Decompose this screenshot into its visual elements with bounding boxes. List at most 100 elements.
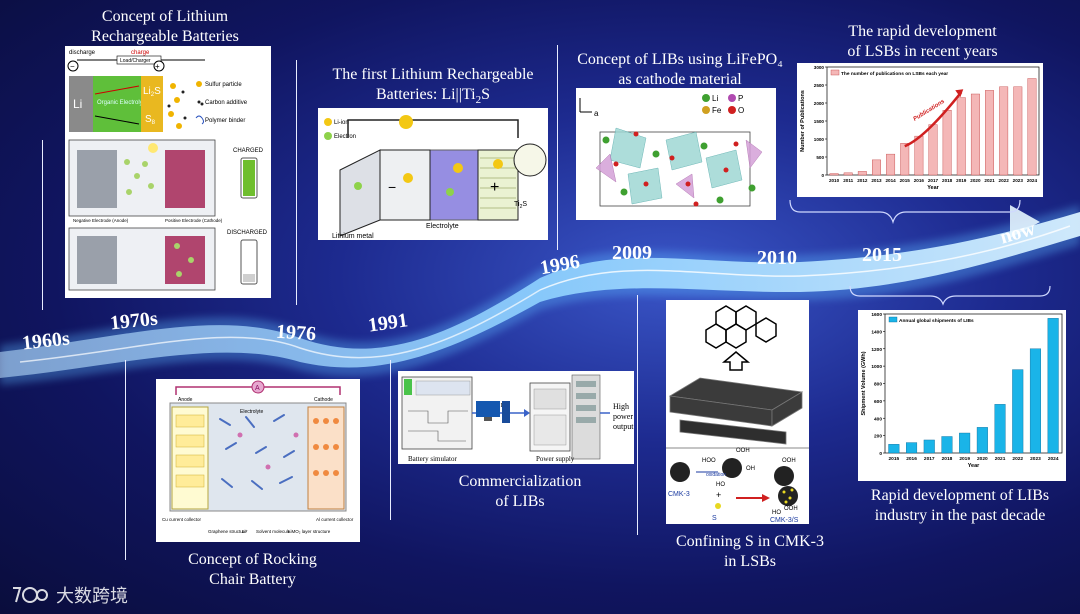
sulfur-legend-icon (196, 81, 202, 87)
bar-2015 (888, 444, 900, 454)
trend-arrow (904, 91, 963, 148)
x-axis-label: Year (927, 185, 939, 191)
connector-1996 (557, 45, 558, 250)
bar-2014 (886, 153, 896, 176)
bar-2021 (994, 404, 1006, 454)
fe-legend-icon (702, 106, 710, 114)
y-axis-label: Number of Publications (800, 90, 806, 152)
bulb-icon (148, 143, 158, 153)
bar-2012 (857, 171, 867, 176)
bar-2022 (999, 86, 1009, 176)
commercialization-diagram: V, I High power output Battery simulator… (401, 374, 634, 463)
watermark: 大数跨境 (10, 582, 128, 608)
svg-text:Polymer binder: Polymer binder (205, 118, 245, 124)
svg-text:−: − (70, 62, 75, 71)
x-tick-label: 2021 (995, 456, 1006, 462)
bar-2016 (906, 442, 918, 454)
svg-text:OOH: OOH (784, 506, 798, 512)
x-tick-label: 2022 (999, 178, 1010, 183)
rocking-chair-diagram: A Anode Electrolyte Cathode Cu current c… (162, 380, 354, 534)
svg-text:Ti2S: Ti2S (514, 201, 527, 210)
svg-text:Sulfur particle: Sulfur particle (205, 82, 242, 88)
svg-text:Negative Electrode (Anode): Negative Electrode (Anode) (73, 218, 129, 223)
x-tick-label: 2021 (984, 178, 995, 183)
svg-text:Positive Electrode (Cathode): Positive Electrode (Cathode) (165, 218, 223, 223)
svg-text:P: P (738, 94, 743, 103)
svg-text:Al current collector: Al current collector (316, 517, 354, 522)
bulb-icon (399, 115, 413, 129)
x-tick-label: 2022 (1012, 456, 1023, 462)
svg-text:S: S (712, 515, 717, 522)
bar-2010 (829, 173, 839, 176)
svg-text:+: + (716, 490, 721, 500)
svg-text:O: O (738, 106, 744, 115)
lsb-concept-diagram: discharge charge Load/Charger − + Li Org… (67, 48, 269, 291)
bar-2020 (970, 93, 980, 176)
svg-text:−: − (388, 179, 396, 195)
bar-2018 (941, 436, 953, 454)
x-tick-label: 2012 (857, 178, 868, 183)
y-tick-label: 200 (874, 434, 882, 440)
panel-cmk3: CMK-3 HOO OOH OH HO oxidation + S OOH OO… (666, 300, 809, 524)
bar-2020 (976, 427, 988, 454)
x-tick-label: 2024 (1048, 456, 1059, 462)
connector-1970s (125, 360, 126, 560)
svg-text:Cu current collector: Cu current collector (162, 517, 202, 522)
x-tick-label: 2018 (942, 178, 953, 183)
y-tick-label: 1000 (814, 137, 825, 142)
svg-text:Anode: Anode (178, 397, 193, 403)
bar-2017 (923, 439, 935, 454)
year-2010: 2010 (757, 247, 797, 269)
svg-text:HO: HO (772, 510, 781, 516)
carbon-rods (668, 377, 804, 445)
year-1976: 1976 (275, 320, 317, 346)
y-tick-label: 1400 (871, 329, 882, 335)
battery-discharged-icon (240, 239, 258, 285)
battery-icon (404, 379, 412, 395)
watermark-logo-icon (13, 587, 48, 603)
panel-lsb-concept: discharge charge Load/Charger − + Li Org… (65, 46, 271, 298)
y-axis-label: Shipment Volume (GWh) (861, 351, 867, 415)
svg-text:power: power (613, 412, 633, 421)
panel-liti2s: Li-ion Electron − + Electrolyte Lithium … (318, 108, 548, 240)
carbon-legend-icon (197, 100, 201, 104)
x-tick-label: 2015 (889, 456, 900, 462)
year-2015: 2015 (862, 244, 902, 266)
x-tick-label: 2019 (956, 178, 967, 183)
x-tick-label: 2024 (1027, 178, 1038, 183)
svg-text:discharge: discharge (69, 50, 96, 56)
panel-rocking-chair: A Anode Electrolyte Cathode Cu current c… (156, 379, 360, 542)
x-tick-label: 2016 (906, 456, 917, 462)
svg-text:Carbon additive: Carbon additive (205, 100, 248, 106)
y-tick-label: 800 (874, 382, 882, 388)
bar-2022 (1012, 369, 1024, 454)
connector-1976 (296, 60, 297, 305)
lifepo4-crystal: a Li P Fe O (579, 94, 763, 207)
x-tick-label: 2017 (928, 178, 939, 183)
x-tick-label: 2020 (977, 456, 988, 462)
svg-text:OH: OH (746, 466, 755, 472)
y-tick-label: 0 (879, 451, 882, 457)
trend-annotation: Publications (913, 98, 947, 122)
svg-text:Lithium metal: Lithium metal (332, 233, 374, 240)
svg-text:Power supply: Power supply (536, 455, 575, 463)
x-axis-label: Year (968, 463, 980, 469)
bar-2017 (928, 124, 938, 176)
bar-2011 (843, 172, 853, 176)
y-tick-label: 2500 (814, 83, 825, 88)
x-tick-label: 2016 (914, 178, 925, 183)
y-tick-label: 1500 (814, 119, 825, 124)
hexagon-rings (705, 305, 777, 349)
svg-text:Li-ion: Li-ion (334, 120, 349, 126)
svg-text:HOO: HOO (702, 458, 716, 464)
y-tick-label: 600 (874, 399, 882, 405)
li-legend-icon (702, 94, 710, 102)
